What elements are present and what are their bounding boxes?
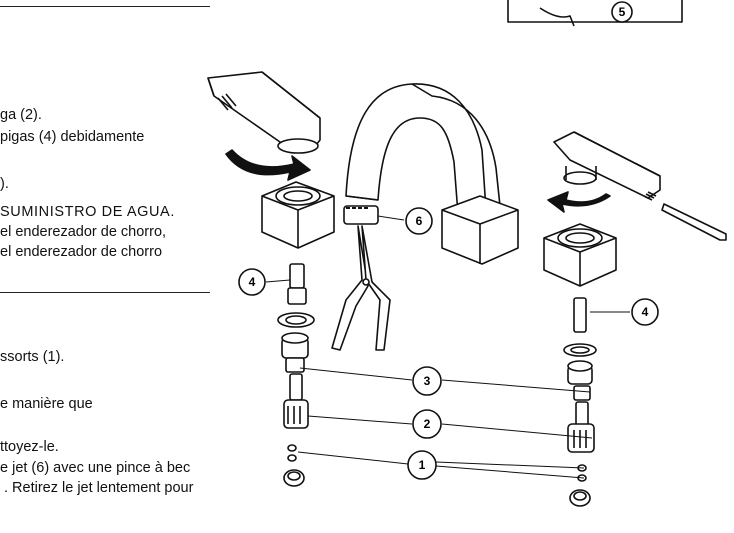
spanish-line-3: ). <box>0 176 9 192</box>
spout-base <box>441 195 519 265</box>
callout-4-right: 4 <box>631 298 659 326</box>
french-line-3: ttoyez-le. <box>0 439 59 455</box>
callout-3-label: 3 <box>424 374 431 388</box>
callout-1-label: 1 <box>419 458 426 472</box>
callout-5: 5 <box>619 5 626 19</box>
aerator <box>343 205 379 225</box>
callout-4-left: 4 <box>238 268 266 296</box>
left-cartridge-stack <box>277 263 315 487</box>
right-handle <box>553 131 661 199</box>
french-line-1: ssorts (1). <box>0 349 65 365</box>
left-rotate-arrow <box>225 149 311 181</box>
callout-1: 1 <box>407 450 437 480</box>
spout <box>345 83 501 215</box>
top-divider <box>0 6 210 7</box>
callout-2: 2 <box>412 409 442 439</box>
callout-4-left-label: 4 <box>249 275 256 289</box>
right-rotate-arrow <box>547 191 611 213</box>
callout-2-label: 2 <box>424 417 431 431</box>
pliers <box>331 225 391 351</box>
section-divider <box>0 292 210 293</box>
callout-6-label: 6 <box>416 214 423 228</box>
spanish-line-4: SUMINISTRO DE AGUA. <box>0 204 175 220</box>
callout-4-right-label: 4 <box>642 305 649 319</box>
french-line-2: e manière que <box>0 396 93 412</box>
right-cartridge-stack <box>563 297 597 507</box>
left-valve-body <box>261 181 335 249</box>
callout-5-label: 5 <box>619 5 626 19</box>
spanish-line-1: ga (2). <box>0 107 42 123</box>
spanish-line-2: pigas (4) debidamente <box>0 129 145 145</box>
leader-lines <box>265 215 630 479</box>
spanish-line-6: el enderezador de chorro <box>0 244 163 260</box>
right-valve-body <box>543 223 617 287</box>
french-line-5: . Retirez le jet lentement pour <box>4 480 194 496</box>
callout-3: 3 <box>412 366 442 396</box>
hex-key <box>643 191 727 241</box>
callout-6: 6 <box>405 207 433 235</box>
spanish-line-5: el enderezador de chorro, <box>0 224 167 240</box>
left-handle <box>207 71 321 154</box>
inset-box <box>507 0 683 27</box>
french-line-4: e jet (6) avec une pince à bec <box>0 460 191 476</box>
